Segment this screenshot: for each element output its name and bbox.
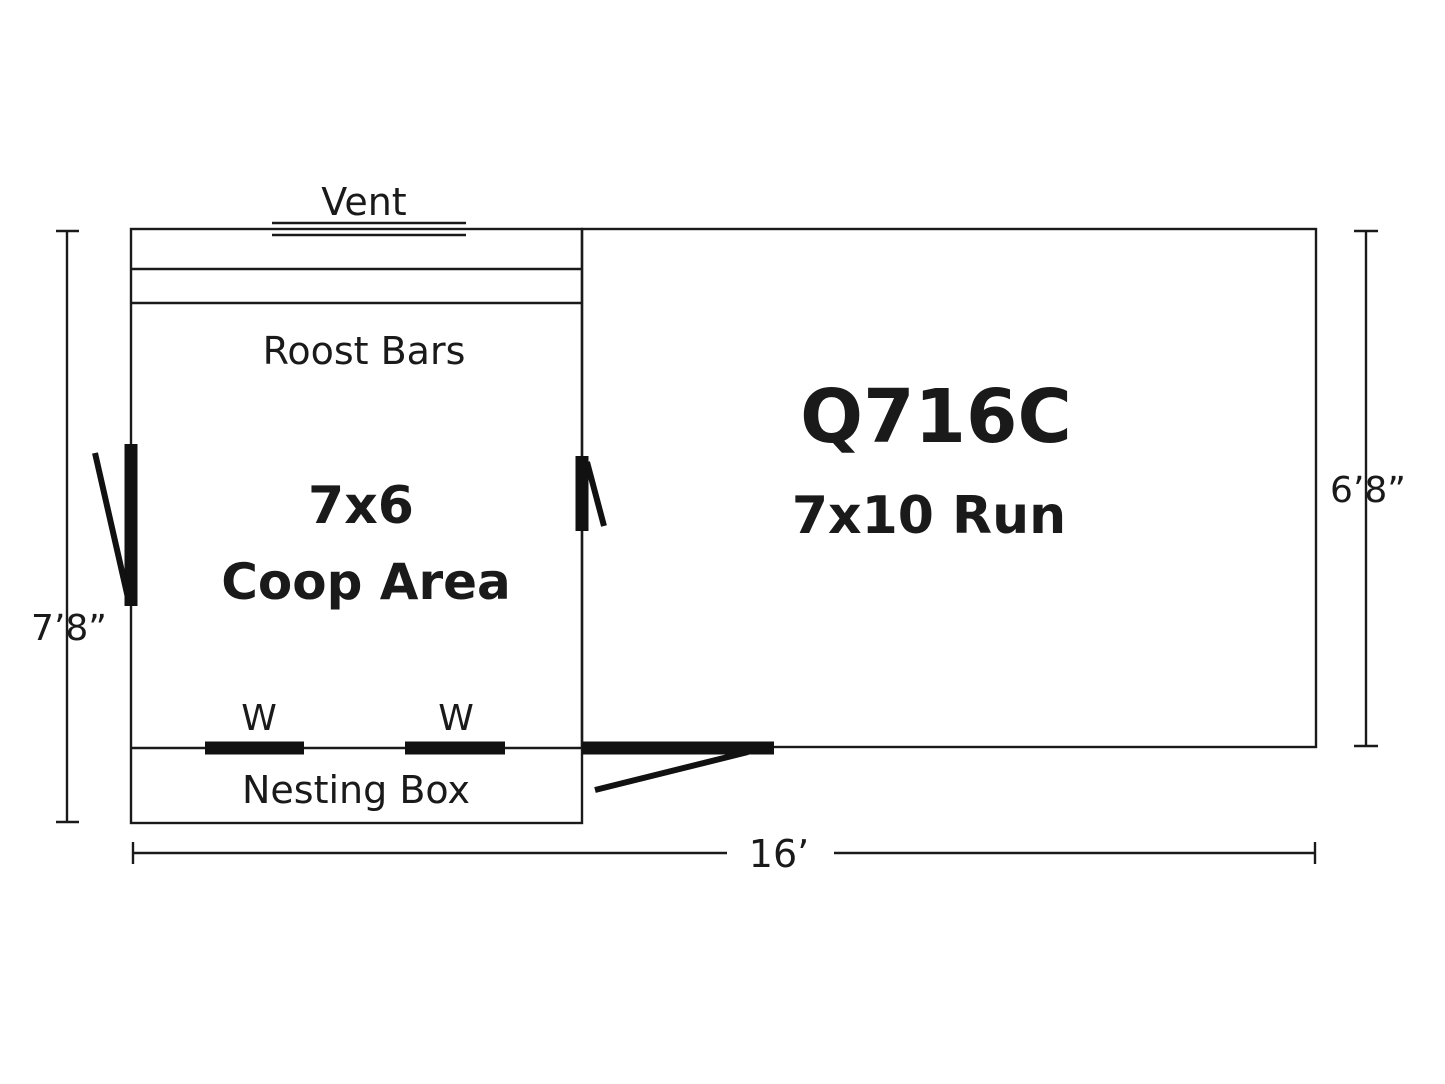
length-label: 16’	[749, 832, 809, 876]
coop-depth-label: 7’8”	[31, 608, 107, 649]
vent-label: Vent	[321, 180, 406, 224]
roost-bars-label: Roost Bars	[263, 329, 466, 373]
nesting-box-label: Nesting Box	[242, 768, 470, 812]
coop-size-label: 7x6	[308, 476, 414, 536]
run-depth-label: 6’8”	[1330, 470, 1406, 511]
window-left-label: W	[241, 698, 277, 739]
run-size-label: 7x10 Run	[792, 486, 1066, 546]
coop-left-door-swing	[92, 452, 131, 599]
window-right-label: W	[438, 698, 474, 739]
coop-name-label: Coop Area	[221, 553, 511, 611]
model-label: Q716C	[800, 374, 1072, 460]
coop-run-door-swing	[584, 461, 607, 527]
run-door-swing	[594, 749, 749, 793]
